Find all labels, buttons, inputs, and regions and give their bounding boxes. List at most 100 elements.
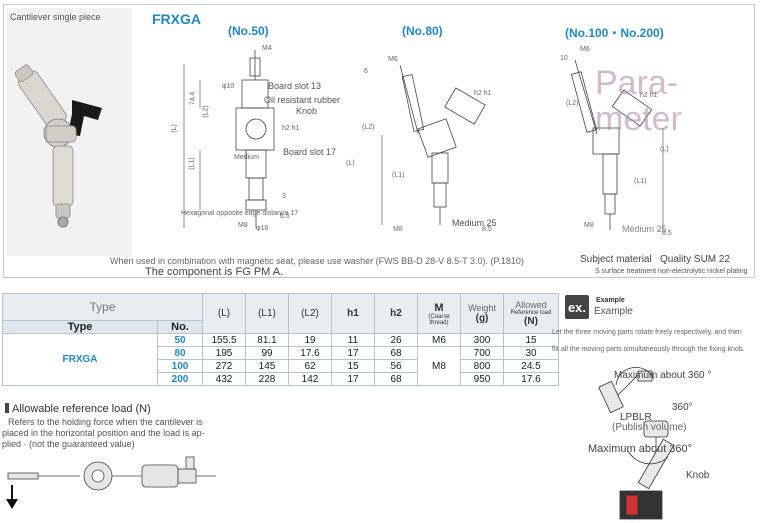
photo-caption: Cantilever single piece [10, 12, 101, 22]
row-h1: 15 [331, 359, 375, 373]
row-allowed: 24.5 [503, 359, 559, 373]
label-knob: Knob [296, 106, 318, 116]
row-h2: 68 [374, 346, 418, 360]
label-L1-no100: (L1) [634, 178, 647, 185]
table-row: 100 272 145 62 15 56 800 24.5 [3, 359, 559, 373]
label-m4: M4 [262, 45, 272, 52]
drawing-frame [3, 4, 755, 278]
table-header-row: Type (L) (L1) (L2) h1 h2 M (Coarse threa… [2, 293, 559, 334]
example-lpblr: LPBLR [620, 412, 652, 423]
label-board-slot-17: Board slot 17 [283, 147, 337, 157]
drawing-title-no80: (No.80) [402, 24, 443, 38]
component-note: The component is FG PM A. [145, 266, 284, 278]
label-m6-no80: M6 [388, 56, 398, 63]
label-phi10: φ10 [222, 83, 235, 90]
row-allowed: 17.6 [503, 372, 559, 386]
allowable-line1: Refers to the holding force when the can… [8, 417, 203, 427]
label-m6-no100: M6 [580, 46, 590, 53]
label-8-5-no80: 8.5 [482, 226, 492, 233]
label-6-no80: 6 [364, 68, 368, 75]
drawing-no100-200 [570, 59, 664, 230]
example-title: Example [594, 306, 633, 317]
row-L: 195 [202, 346, 246, 360]
product-photo [6, 8, 132, 256]
header-L: (L) [202, 293, 246, 334]
label-oil-rubber: Oil resistant rubber [264, 95, 341, 105]
label-medium-no50: Medium [234, 154, 259, 161]
drawing-no50 [183, 50, 275, 228]
drawing-no80 [381, 64, 486, 225]
subject-material: Subject material [580, 254, 652, 265]
allowable-line2: placed in the horizontal position and th… [2, 428, 205, 438]
row-weight: 950 [460, 372, 504, 386]
row-L2: 17.6 [288, 346, 332, 360]
label-6-5-no50: 6.5 [280, 213, 290, 220]
label-3-no50: 3 [282, 193, 286, 200]
row-L1: 81.1 [245, 333, 289, 347]
label-board-slot-13: Board slot 13 [268, 81, 322, 91]
header-allowed-label: Allowed [515, 300, 547, 310]
row-h1: 17 [331, 372, 375, 386]
header-weight-label: Weight [468, 303, 496, 313]
header-allowed-unit: (N) [524, 316, 538, 327]
row-no: 200 [157, 372, 203, 386]
model-title: FRXGA [152, 11, 201, 27]
drawing-title-no50: (No.50) [228, 24, 269, 38]
row-L2: 62 [288, 359, 332, 373]
label-L2-no80: (L2) [362, 124, 375, 131]
header-allowed-sub: Reference load [510, 310, 552, 316]
row-no: 50 [157, 333, 203, 347]
row-no: 80 [157, 346, 203, 360]
label-medium-no80: Medium 25 [452, 218, 497, 228]
row-h2: 68 [374, 372, 418, 386]
row-allowed: 30 [503, 346, 559, 360]
label-hex17: Hexagonal opposite edge distance 17 [181, 210, 299, 217]
header-weight-unit: (g) [475, 313, 489, 324]
watermark-line2: meter [595, 100, 682, 138]
row-L2: 19 [288, 333, 332, 347]
label-L2-no100: (L2) [566, 100, 579, 107]
header-type: Type [2, 293, 203, 321]
row-M-merged: M8 [417, 346, 461, 386]
row-L: 155.5 [202, 333, 246, 347]
example-line1: Let the three moving parts rotate freely… [552, 329, 742, 336]
example-publish: (Publish volume) [612, 422, 687, 433]
label-8-5-no100: 8.5 [662, 230, 672, 237]
label-L-no100: (L) [660, 146, 669, 153]
row-h2: 26 [374, 333, 418, 347]
washer-note: When used in combination with magnetic s… [110, 256, 524, 266]
header-M-label: M [434, 301, 444, 314]
example-max-1: Maximum about 360 ° [614, 370, 712, 381]
row-L1: 145 [245, 359, 289, 373]
row-L1: 228 [245, 372, 289, 386]
watermark-text: Para- meter [595, 65, 682, 137]
allowable-title: Allowable reference load (N) [12, 403, 151, 415]
row-h2: 56 [374, 359, 418, 373]
label-L2-no50: (L2) [202, 105, 210, 118]
example-knob: Knob [686, 470, 710, 481]
row-no: 100 [157, 359, 203, 373]
table-row: FRXGA 50 155.5 81.1 19 11 26 M6 300 15 [2, 333, 559, 386]
label-m8-no100: M8 [584, 222, 594, 229]
row-h1: 17 [331, 346, 375, 360]
watermark-line1: Para- [595, 64, 679, 102]
header-M-sub: (Coarse thread) [428, 313, 450, 326]
label-L-no80: (L) [346, 160, 355, 167]
header-allowed: Allowed Reference load (N) [503, 293, 559, 334]
type-value: FRXGA [2, 333, 158, 386]
spec-table: Type (L) (L1) (L2) h1 h2 M (Coarse threa… [2, 293, 559, 386]
label-h2-h1-no80: h2 h1 [474, 90, 492, 97]
row-M: M6 [417, 333, 461, 347]
label-phi18: φ18 [256, 225, 269, 232]
row-allowed: 15 [503, 333, 559, 347]
label-m8-no50: M8 [238, 222, 248, 229]
drawing-title-no100-200: (No.100・No.200) [565, 26, 664, 40]
example-badge: ex. [565, 295, 589, 319]
table-row: 200 432 228 142 17 68 950 17.6 [3, 372, 559, 386]
label-L1-no80: (L1) [392, 172, 405, 179]
example-line2: fix all the moving parts simultaneously … [552, 346, 745, 353]
table-row: 80 195 99 17.6 17 68 M8 700 30 [3, 346, 559, 386]
label-10-no100: 10 [560, 55, 568, 62]
row-L2: 142 [288, 372, 332, 386]
row-h1: 11 [331, 333, 375, 347]
